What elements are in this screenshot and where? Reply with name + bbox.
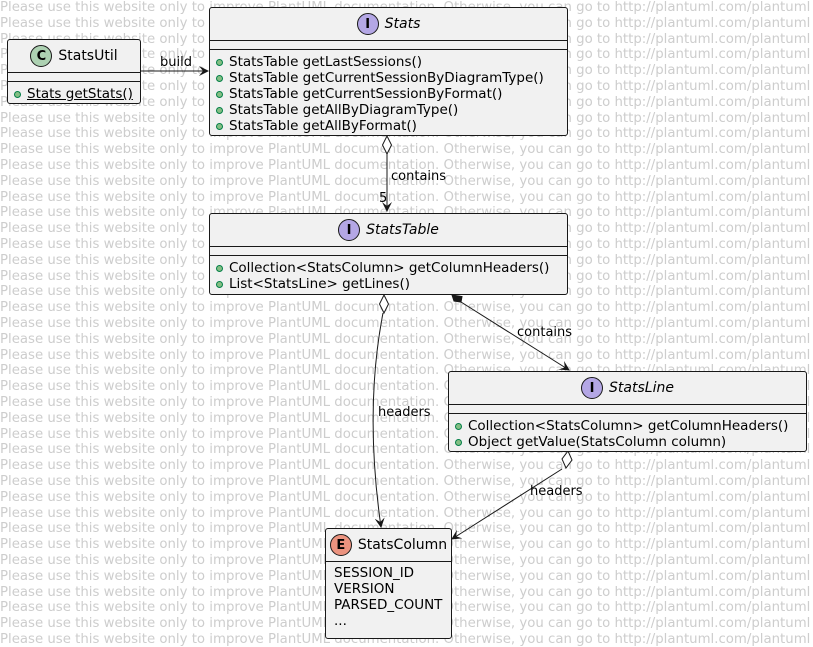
public-visibility-icon — [216, 74, 223, 82]
enum-value: ... — [334, 613, 347, 629]
method-item: StatsTable getCurrentSessionByDiagramTyp… — [216, 70, 561, 86]
label-headers-line: headers — [530, 484, 583, 499]
method-signature: Collection<StatsColumn> getColumnHeaders… — [468, 418, 789, 434]
label-headers-table: headers — [378, 405, 431, 420]
aggregation-diamond-headers — [378, 293, 390, 315]
public-visibility-icon — [455, 422, 462, 430]
public-visibility-icon — [14, 90, 21, 98]
interface-stats-table[interactable]: I StatsTable Collection<StatsColumn> get… — [209, 213, 568, 295]
interface-stereotype-icon: I — [338, 219, 361, 241]
enum-header: E StatsColumn — [326, 529, 451, 562]
method-signature: List<StatsLine> getLines() — [229, 276, 410, 292]
interface-stereotype-icon: I — [356, 13, 379, 35]
fields-separator — [210, 247, 567, 256]
enum-stereotype-icon: E — [329, 534, 352, 556]
interface-header: I Stats — [210, 8, 567, 41]
composition-diamond-table — [451, 294, 463, 303]
public-visibility-icon — [216, 122, 223, 130]
interface-header: I StatsTable — [210, 214, 567, 247]
watermark-line: Please use this website only to improve … — [0, 300, 813, 316]
method-item: Collection<StatsColumn> getColumnHeaders… — [216, 260, 561, 276]
interface-name: StatsTable — [366, 222, 439, 238]
label-contains-table: contains — [517, 325, 572, 340]
watermark-line: Please use this website only to improve … — [0, 347, 813, 363]
watermark-line: Please use this website only to improve … — [0, 142, 813, 158]
method-item: Stats getStats() — [14, 86, 134, 102]
enum-name: StatsColumn — [357, 537, 448, 553]
method-item: StatsTable getLastSessions() — [216, 54, 561, 70]
interface-name: StatsLine — [609, 380, 674, 396]
label-contains-stats: contains — [391, 169, 446, 184]
class-header: C StatsUtil — [8, 40, 140, 73]
class-name: StatsUtil — [58, 48, 118, 64]
public-visibility-icon — [216, 90, 223, 98]
watermark-line: Please use this website only to improve … — [0, 505, 813, 521]
method-item: Collection<StatsColumn> getColumnHeaders… — [455, 418, 800, 434]
enum-value: SESSION_ID — [334, 565, 415, 581]
class-stereotype-icon: C — [30, 45, 53, 67]
method-signature: Object getValue(StatsColumn column) — [468, 434, 727, 450]
public-visibility-icon — [216, 280, 223, 288]
method-signature: StatsTable getAllByDiagramType() — [229, 102, 459, 118]
method-signature: StatsTable getAllByFormat() — [229, 118, 417, 134]
watermark-line: Please use this website only to improve … — [0, 489, 813, 505]
interface-stats-line[interactable]: I StatsLine Collection<StatsColumn> getC… — [448, 371, 807, 452]
method-item: StatsTable getCurrentSessionByFormat() — [216, 86, 561, 102]
edge-headers-table — [372, 312, 385, 528]
enum-value: PARSED_COUNT — [334, 597, 443, 613]
watermark-line: Please use this website only to improve … — [0, 316, 813, 331]
method-signature: StatsTable getLastSessions() — [229, 54, 423, 70]
method-list: Collection<StatsColumn> getColumnHeaders… — [210, 256, 567, 296]
method-list: StatsTable getLastSessions() StatsTable … — [210, 50, 567, 138]
fields-separator — [449, 405, 806, 414]
method-list: Collection<StatsColumn> getColumnHeaders… — [449, 414, 806, 454]
method-list: Stats getStats() — [8, 82, 140, 106]
public-visibility-icon — [216, 264, 223, 272]
label-multiplicity: 5 — [379, 191, 387, 206]
aggregation-diamond-stats — [381, 134, 393, 156]
interface-header: I StatsLine — [449, 372, 806, 405]
edge-headers-line — [451, 468, 563, 540]
enum-value-list: SESSION_ID VERSION PARSED_COUNT ... — [326, 562, 451, 633]
method-item: StatsTable getAllByDiagramType() — [216, 102, 561, 118]
interface-stats[interactable]: I Stats StatsTable getLastSessions() Sta… — [209, 7, 568, 136]
watermark-line: Please use this website only to improve … — [0, 158, 813, 173]
enum-value: VERSION — [334, 581, 395, 597]
method-item: Object getValue(StatsColumn column) — [455, 434, 800, 450]
fields-separator — [8, 73, 140, 82]
fields-separator — [210, 41, 567, 50]
aggregation-diamond-line — [561, 450, 573, 469]
label-build: build — [160, 55, 192, 70]
public-visibility-icon — [455, 438, 462, 446]
method-signature: Stats getStats() — [27, 86, 133, 102]
public-visibility-icon — [216, 58, 223, 66]
watermark-line: Please use this website only to improve … — [0, 331, 813, 347]
interface-name: Stats — [384, 16, 421, 32]
method-signature: StatsTable getCurrentSessionByDiagramTyp… — [229, 70, 544, 86]
method-signature: StatsTable getCurrentSessionByFormat() — [229, 86, 503, 102]
enum-stats-column[interactable]: E StatsColumn SESSION_ID VERSION PARSED_… — [325, 528, 452, 639]
watermark-line: Please use this website only to improve … — [0, 632, 813, 647]
watermark-line: Please use this website only to improve … — [0, 205, 813, 221]
watermark-line: Please use this website only to improve … — [0, 474, 813, 489]
interface-stereotype-icon: I — [581, 377, 604, 399]
method-item: List<StatsLine> getLines() — [216, 276, 561, 292]
watermark-line: Please use this website only to improve … — [0, 189, 813, 205]
method-signature: Collection<StatsColumn> getColumnHeaders… — [229, 260, 550, 276]
watermark-line: Please use this website only to improve … — [0, 173, 813, 189]
edge-contains-table — [460, 301, 570, 371]
class-stats-util[interactable]: C StatsUtil Stats getStats() — [7, 39, 141, 104]
watermark-line: Please use this website only to improve … — [0, 458, 813, 474]
method-item: StatsTable getAllByFormat() — [216, 118, 561, 134]
public-visibility-icon — [216, 106, 223, 114]
